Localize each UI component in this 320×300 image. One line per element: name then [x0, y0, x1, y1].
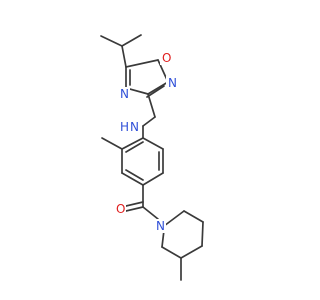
bond-aryl-methyl	[101, 137, 123, 150]
bond-pip-c2-c3	[183, 210, 204, 223]
bond-carbonyl-n	[142, 206, 159, 220]
structure-diagram: O N N H N O N	[100, 34, 204, 281]
bond-ar-3-4	[142, 172, 164, 186]
bond-n2-c3-double	[146, 85, 165, 98]
bond-ar-6-1	[121, 137, 144, 150]
bond-pip-n-c2	[163, 210, 185, 227]
piperidine-ring	[161, 210, 204, 281]
bond-pip-c4-c5	[180, 245, 203, 259]
atom-amine-h: H	[120, 120, 129, 134]
bond-pip-c3-c4	[201, 221, 204, 247]
atom-oxadiazole-n-upper: N	[168, 76, 177, 90]
molecule-canvas: O N N H N O N	[100, 34, 204, 281]
atom-piperidine-n: N	[156, 219, 165, 233]
benzene-ring	[121, 137, 164, 186]
oxadiazole-ring	[125, 59, 169, 98]
bond-pip-c5-c6	[161, 246, 182, 259]
bond-ar-4-5-double	[125, 169, 144, 181]
bond-n2-c3	[147, 81, 169, 95]
bond-c-o-double	[125, 201, 144, 207]
bond-ar-6-1-double	[125, 141, 144, 153]
bond-ar-1-2	[142, 137, 164, 150]
atom-carbonyl-o: O	[116, 202, 125, 216]
bond-c-o	[125, 206, 144, 212]
isopropyl-group	[100, 34, 142, 68]
bond-c3-ch2	[147, 93, 156, 118]
bond-isopropyl-methyl-left	[100, 35, 123, 47]
bond-isopropyl-methyl-right	[121, 34, 142, 47]
carbonyl-group	[125, 184, 159, 220]
atom-labels: O N N H N O N	[114, 51, 178, 233]
bond-ar-4-5	[121, 172, 144, 186]
bond-isopropyl-to-ring	[121, 45, 127, 68]
atom-oxadiazole-n-lower: N	[120, 87, 129, 101]
bond-ch2-nh	[142, 116, 156, 127]
atom-amine-n: N	[130, 120, 139, 134]
bond-c5-o1	[125, 59, 159, 68]
atom-oxadiazole-o: O	[162, 51, 171, 65]
methylene-linker	[142, 93, 156, 127]
